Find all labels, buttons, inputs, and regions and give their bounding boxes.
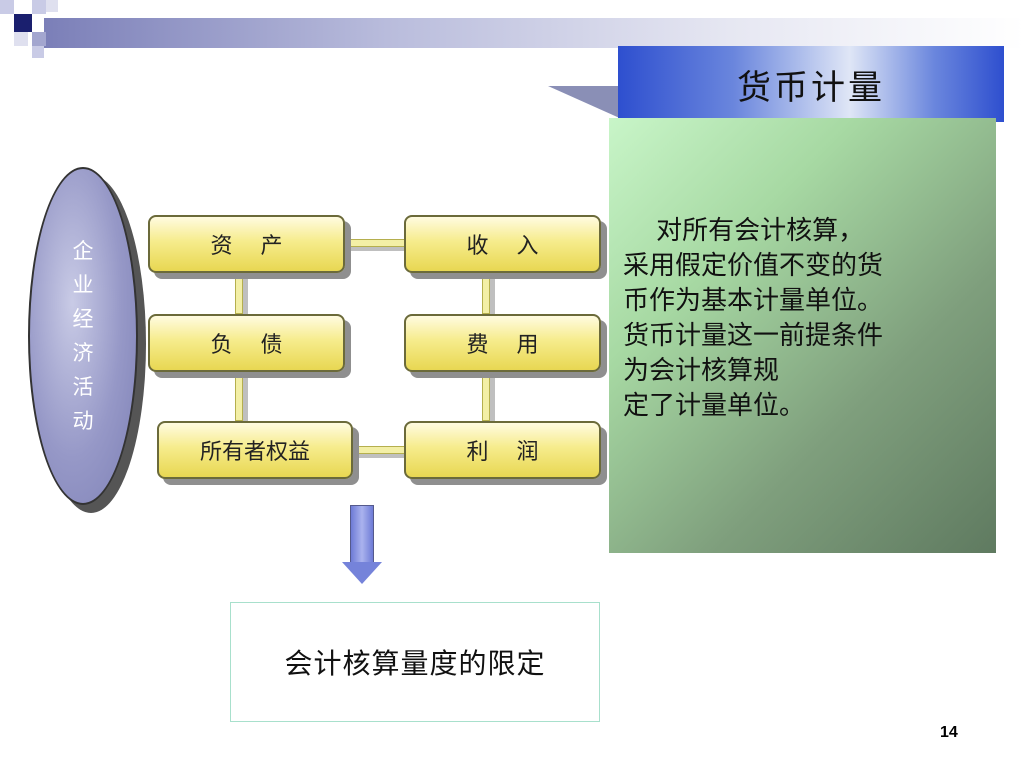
explanation-panel: 对所有会计核算， 采用假定价值不变的货 币作为基本计量单位。 货币计量这一前提条… [609,118,996,553]
slide-title: 货币计量 [737,67,885,108]
decor-square [14,14,32,32]
connector-equity-profit [352,446,406,454]
page-number: 14 [940,724,958,741]
decor-square [32,32,46,46]
box-equity: 所有者权益 [157,421,353,479]
box-liabilities: 负 债 [148,314,345,372]
decor-square [0,0,14,14]
box-expenses: 费 用 [404,314,601,372]
connector-expenses-profit [482,373,490,421]
decor-square [14,32,28,46]
measurement-limit-box: 会计核算量度的限定 [230,602,600,722]
header-gradient-bar [44,18,1024,48]
down-arrow-icon [342,562,382,584]
box-income: 收 入 [404,215,601,273]
economic-activity-label: 企业经济活动 [72,239,94,433]
box-assets: 资 产 [148,215,345,273]
measurement-limit-label: 会计核算量度的限定 [284,647,546,680]
connector-assets-liabilities [235,274,243,314]
connector-income-expenses [482,274,490,314]
economic-activity-ellipse: 企业经济活动 [28,167,138,505]
title-banner: 货币计量 [618,46,1004,122]
connector-liabilities-equity [235,373,243,421]
explanation-text: 对所有会计核算， 采用假定价值不变的货 币作为基本计量单位。 货币计量这一前提条… [623,216,884,421]
connector-assets-income [344,239,406,247]
decor-square [32,46,44,58]
box-profit: 利 润 [404,421,601,479]
decor-square [32,0,46,14]
title-banner-accent [548,86,624,120]
down-arrow-shaft [350,505,374,563]
decor-square [46,0,58,12]
